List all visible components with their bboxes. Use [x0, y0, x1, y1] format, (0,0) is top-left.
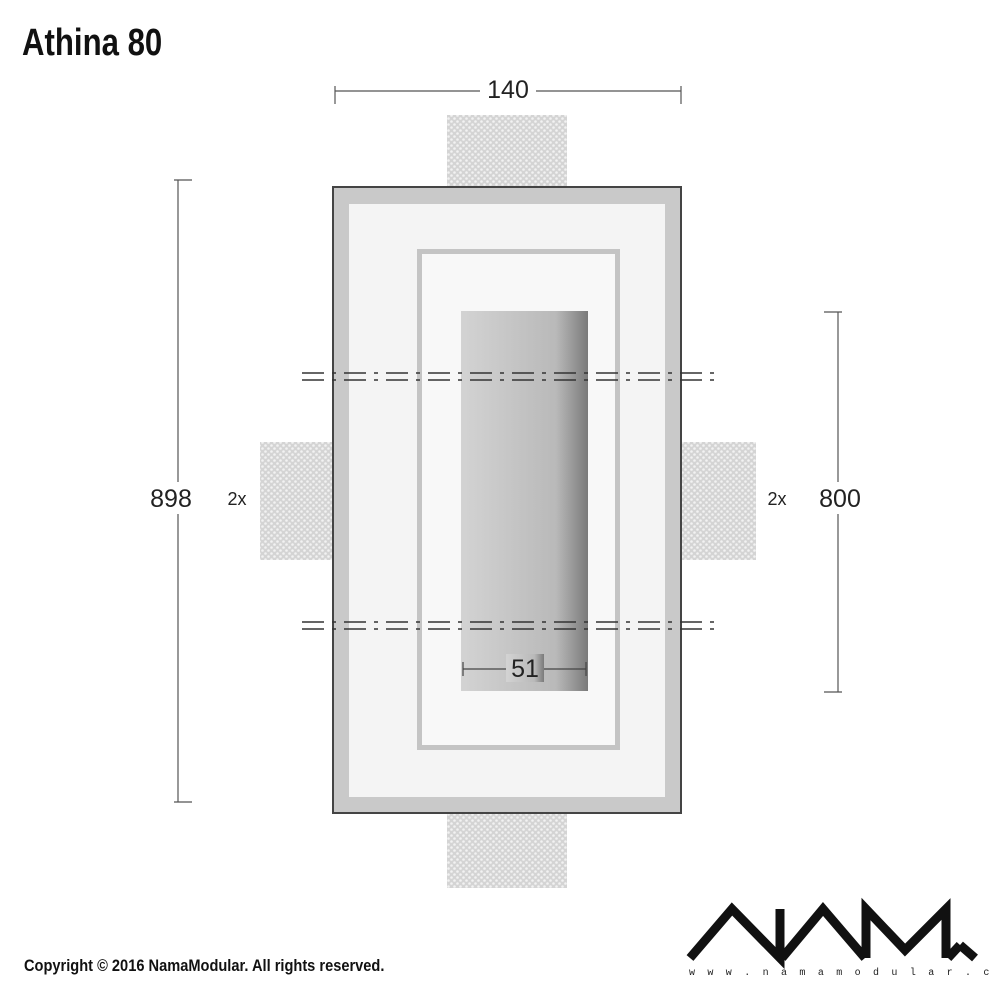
center-line-top	[302, 372, 716, 381]
mount-bracket-bottom	[447, 812, 567, 888]
nama-logo	[686, 897, 978, 970]
slot-width-value: 51	[511, 655, 539, 683]
copyright-notice: Copyright © 2016 NamaModular. All rights…	[24, 956, 385, 975]
mount-bracket-top	[447, 115, 567, 190]
mount-bracket-right	[680, 442, 756, 560]
width-value: 140	[487, 76, 529, 104]
logo-website: w w w . n a m a m o d u l a r . c o m	[689, 967, 1000, 979]
spacing-value: 800	[819, 485, 861, 513]
page-title: Athina 80	[22, 22, 163, 64]
bracket-qty-right: 2x	[767, 489, 786, 509]
height-value: 898	[150, 485, 192, 513]
light-slot	[461, 311, 588, 691]
center-line-bottom	[302, 621, 716, 630]
bracket-qty-left: 2x	[227, 489, 246, 509]
mount-bracket-left	[260, 442, 335, 560]
